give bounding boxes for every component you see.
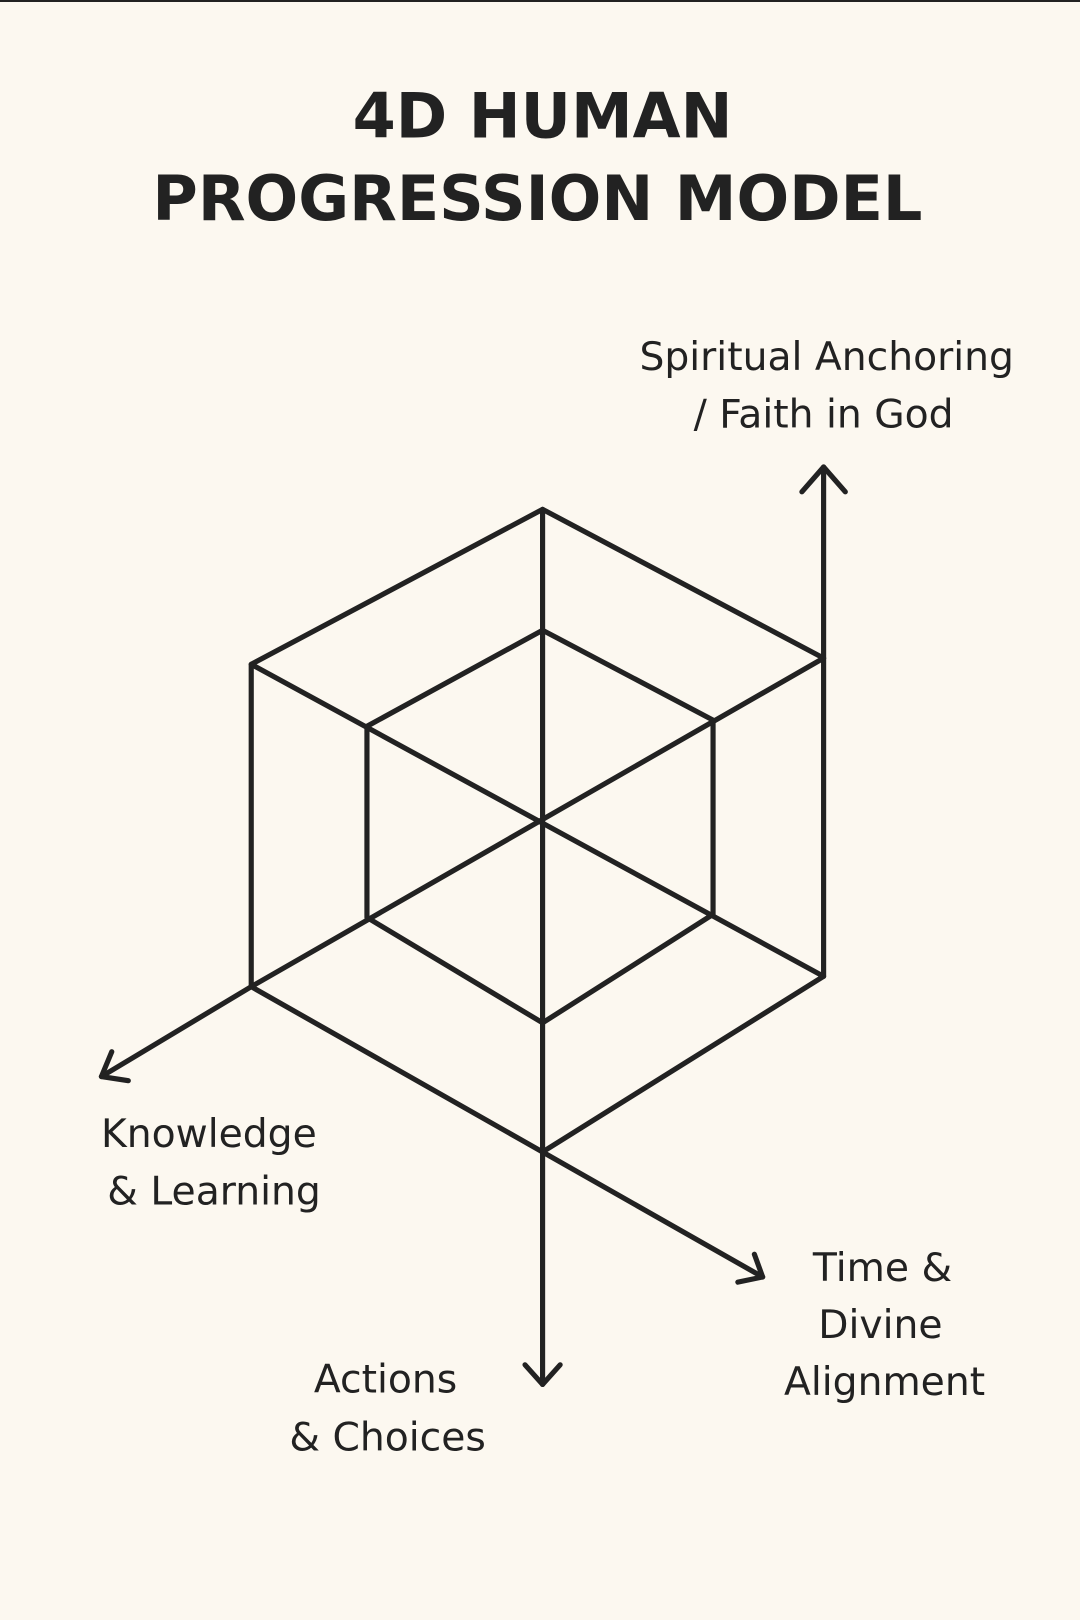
time-label-3: Alignment [784,1360,985,1405]
spiritual-label-1: Spiritual Anchoring [639,335,1014,380]
arrow-left-icon [98,1049,131,1084]
arrow-up-icon [799,464,848,495]
knowledge-label-1: Knowledge [101,1112,317,1157]
arrow-right-icon [735,1251,766,1285]
arrow-down-icon [522,1362,563,1388]
outer-cube [248,506,827,1155]
outer-hexagon [248,506,827,1155]
time-axis [540,1149,766,1280]
spiritual-label-2: / Faith in God [694,393,954,438]
title-line-2: PROGRESSION MODEL [152,162,922,235]
time-label-1: Time & [812,1246,952,1291]
top-border [0,0,1080,2]
title-line-1: 4D HUMAN [353,79,733,152]
inner-cube [364,627,716,1026]
inner-hexagon [364,627,716,1026]
actions-label-2: & Choices [289,1416,485,1461]
diagonal-line-2 [248,655,827,990]
time-label-2: Divine [818,1303,942,1348]
axis-arrows [98,464,848,1388]
knowledge-label-2: & Learning [107,1170,320,1215]
knowledge-axis [98,984,254,1080]
actions-label-1: Actions [314,1358,457,1403]
